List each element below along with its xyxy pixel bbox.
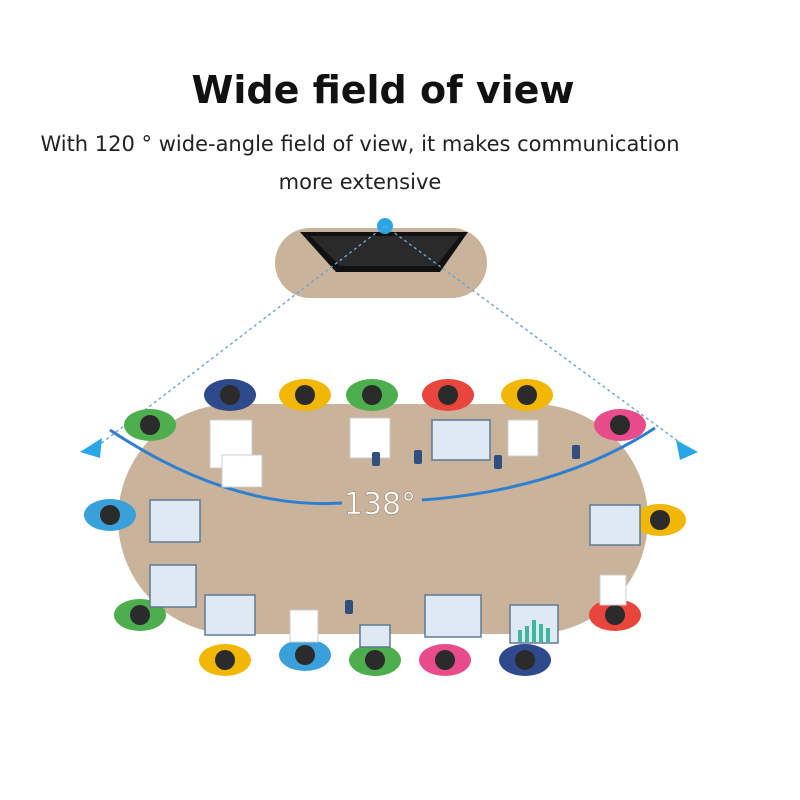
person-icon <box>349 644 401 676</box>
paper-icon <box>507 419 539 457</box>
paper-icon <box>599 574 627 606</box>
subtitle-line-2: more extensive <box>278 170 442 194</box>
phone-icon <box>572 445 580 459</box>
chart-icon <box>518 620 550 642</box>
person-icon <box>279 379 331 411</box>
angle-label: 138° <box>344 487 416 522</box>
paper-icon <box>349 417 391 459</box>
phone-icon <box>494 455 502 469</box>
fov-line-left <box>89 225 386 453</box>
phone-icon <box>414 450 422 464</box>
person-icon <box>199 644 251 676</box>
person-icon <box>501 379 553 411</box>
person-icon <box>279 639 331 671</box>
person-icon <box>419 644 471 676</box>
person-icon <box>499 644 551 676</box>
laptop-icon <box>204 594 256 636</box>
person-icon <box>422 379 474 411</box>
page-title: Wide field of view <box>191 68 575 112</box>
laptop-icon <box>149 564 197 608</box>
phone-icon <box>372 452 380 466</box>
paper-icon <box>221 454 263 488</box>
angle-arc-left <box>109 428 343 506</box>
person-icon <box>124 409 176 441</box>
person-icon <box>634 504 686 536</box>
person-icon <box>84 499 136 531</box>
laptop-icon <box>431 419 491 461</box>
laptop-icon <box>149 499 201 543</box>
person-icon <box>346 379 398 411</box>
person-icon <box>204 379 256 411</box>
fov-arrow-left <box>80 438 102 458</box>
phone-icon <box>345 600 353 614</box>
paper-icon <box>289 609 319 643</box>
table-items <box>149 417 641 648</box>
laptop-icon <box>424 594 482 638</box>
person-icon <box>589 599 641 631</box>
angle-arc-right <box>421 426 656 502</box>
person-icon <box>594 409 646 441</box>
laptop-icon <box>589 504 641 546</box>
subtitle-line-1: With 120 ° wide-angle field of view, it … <box>40 132 680 156</box>
laptop-icon <box>359 624 391 648</box>
fov-arrow-right <box>676 440 698 460</box>
